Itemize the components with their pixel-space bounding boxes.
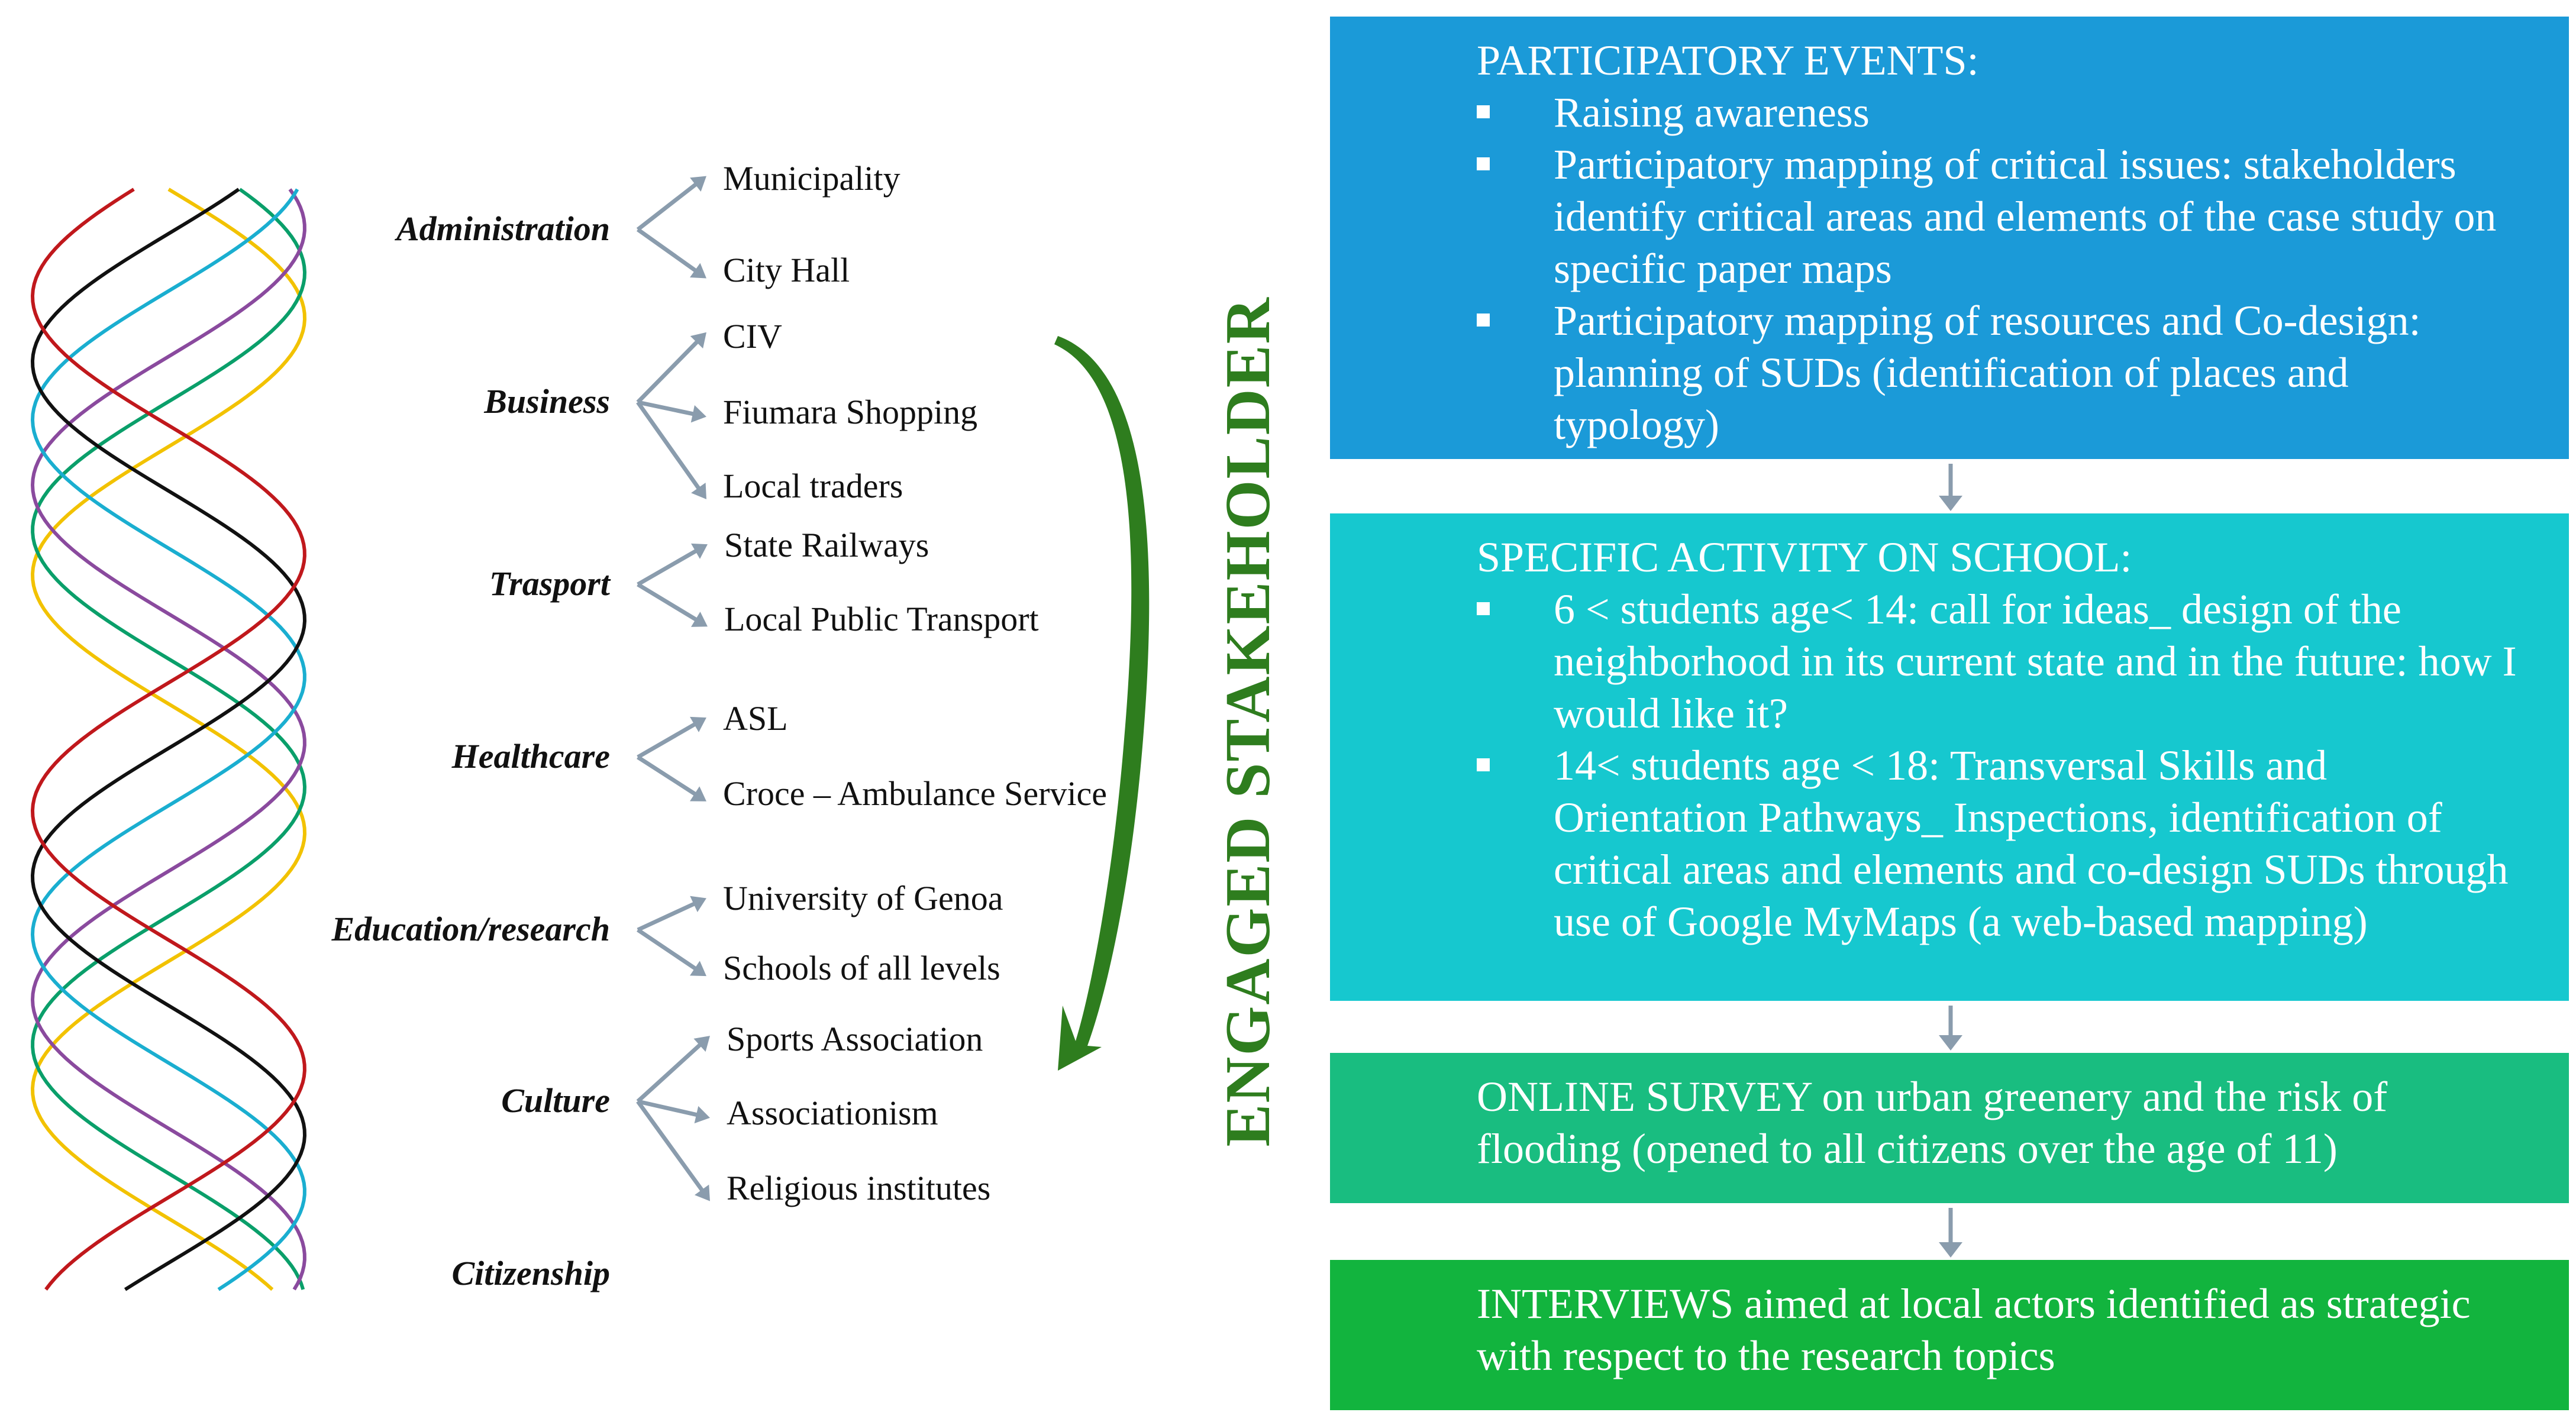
arrowhead xyxy=(691,543,708,559)
activity-title: INTERVIEWS aimed at local actors identif… xyxy=(1477,1280,2471,1379)
category-arrow xyxy=(637,583,702,624)
arrowhead xyxy=(690,716,706,732)
stakeholder-item: Associationism xyxy=(727,1094,938,1132)
bullet-square-icon xyxy=(1477,105,1490,118)
stakeholder-item: Sports Association xyxy=(727,1020,983,1058)
category-arrow xyxy=(636,180,701,231)
stakeholder-item: Schools of all levels xyxy=(723,949,1000,987)
helix-strand xyxy=(30,188,306,1291)
category-arrows xyxy=(636,176,710,1201)
arrowhead xyxy=(690,405,706,423)
arrowhead xyxy=(690,786,706,802)
stakeholder-item: University of Genoa xyxy=(723,879,1003,917)
stakeholder-item: CIV xyxy=(723,317,782,356)
activity-bullet: 14< students age < 18: Transversal Skill… xyxy=(1477,739,2522,948)
activity-box: INTERVIEWS aimed at local actors identif… xyxy=(1330,1260,2569,1410)
flow-arrowhead xyxy=(1939,496,1962,511)
arrowhead xyxy=(694,1184,710,1201)
activity-title: SPECIFIC ACTIVITY ON SCHOOL: xyxy=(1477,534,2132,581)
stakeholder-item: Fiumara Shopping xyxy=(723,393,978,431)
activity-bullets: 6 < students age< 14: call for ideas_ de… xyxy=(1477,583,2522,948)
arrowhead xyxy=(691,612,708,627)
category-arrow xyxy=(637,719,701,760)
stakeholder-item: ASL xyxy=(723,699,788,738)
category-arrow xyxy=(637,546,702,587)
arrowhead xyxy=(690,263,706,279)
bullet-square-icon xyxy=(1477,602,1490,615)
bullet-text: 14< students age < 18: Transversal Skill… xyxy=(1554,742,2509,945)
arrowhead xyxy=(690,176,706,192)
helix-strand xyxy=(30,188,306,1291)
category-label: Education/research xyxy=(331,910,611,948)
category-label: Administration xyxy=(396,209,610,248)
stakeholder-item: Croce – Ambulance Service xyxy=(723,774,1108,813)
helix-strand xyxy=(30,188,307,1291)
bullet-text: Participatory mapping of critical issues… xyxy=(1554,141,2497,292)
stakeholder-item: Local Public Transport xyxy=(724,600,1039,638)
category-arrow xyxy=(637,899,701,932)
category-arrow xyxy=(637,400,700,418)
flow-arrowhead xyxy=(1939,1242,1962,1258)
category-label: Healthcare xyxy=(451,737,610,775)
bullet-text: Raising awareness xyxy=(1554,89,1870,136)
category-label: Culture xyxy=(501,1081,610,1120)
category-arrow xyxy=(636,338,701,404)
category-label: Business xyxy=(484,382,610,421)
category-arrow xyxy=(636,400,701,491)
flow-arrowhead xyxy=(1939,1035,1962,1051)
engaged-arrow xyxy=(1054,336,1150,1071)
activity-title: ONLINE SURVEY on urban greenery and the … xyxy=(1477,1073,2388,1172)
category-label: Trasport xyxy=(489,564,610,603)
arrowhead xyxy=(694,1106,710,1124)
helix-strand xyxy=(30,188,306,1291)
activity-bullet: 6 < students age< 14: call for ideas_ de… xyxy=(1477,583,2522,739)
arrowhead xyxy=(690,896,706,912)
category-label: Citizenship xyxy=(451,1254,610,1292)
arrowhead xyxy=(691,482,706,499)
bullet-square-icon xyxy=(1477,314,1490,327)
bullet-square-icon xyxy=(1477,758,1490,771)
arrowhead xyxy=(690,332,706,349)
bullet-square-icon xyxy=(1477,157,1490,170)
stakeholder-item: Local traders xyxy=(723,467,903,505)
stakeholder-item: City Hall xyxy=(723,251,850,289)
activity-box: SPECIFIC ACTIVITY ON SCHOOL: 6 < students… xyxy=(1330,513,2569,1001)
stakeholder-item: State Railways xyxy=(724,526,929,564)
helix-strand xyxy=(30,188,307,1291)
activity-title: PARTICIPATORY EVENTS: xyxy=(1477,37,1979,84)
helix-strand xyxy=(31,188,307,1290)
big-curved-arrow xyxy=(1054,336,1150,1071)
helix-illustration xyxy=(30,188,307,1291)
bullet-text: Participatory mapping of resources and C… xyxy=(1554,297,2421,448)
activity-bullet: Participatory mapping of resources and C… xyxy=(1477,295,2522,451)
activity-bullet: Participatory mapping of critical issues… xyxy=(1477,138,2522,295)
arrowhead xyxy=(690,961,706,977)
stakeholder-item: Religious institutes xyxy=(727,1169,991,1207)
activity-box: ONLINE SURVEY on urban greenery and the … xyxy=(1330,1053,2569,1203)
category-arrow xyxy=(637,1099,703,1119)
category-arrow xyxy=(637,928,701,973)
arrowhead xyxy=(693,1036,710,1052)
stakeholder-item: Municipality xyxy=(723,159,900,198)
category-arrow xyxy=(636,1040,705,1103)
bullet-text: 6 < students age< 14: call for ideas_ de… xyxy=(1554,586,2517,737)
activity-bullet: Raising awareness xyxy=(1477,86,2522,138)
category-arrow xyxy=(636,1100,705,1193)
category-arrow xyxy=(637,755,701,799)
category-arrow xyxy=(636,228,701,275)
